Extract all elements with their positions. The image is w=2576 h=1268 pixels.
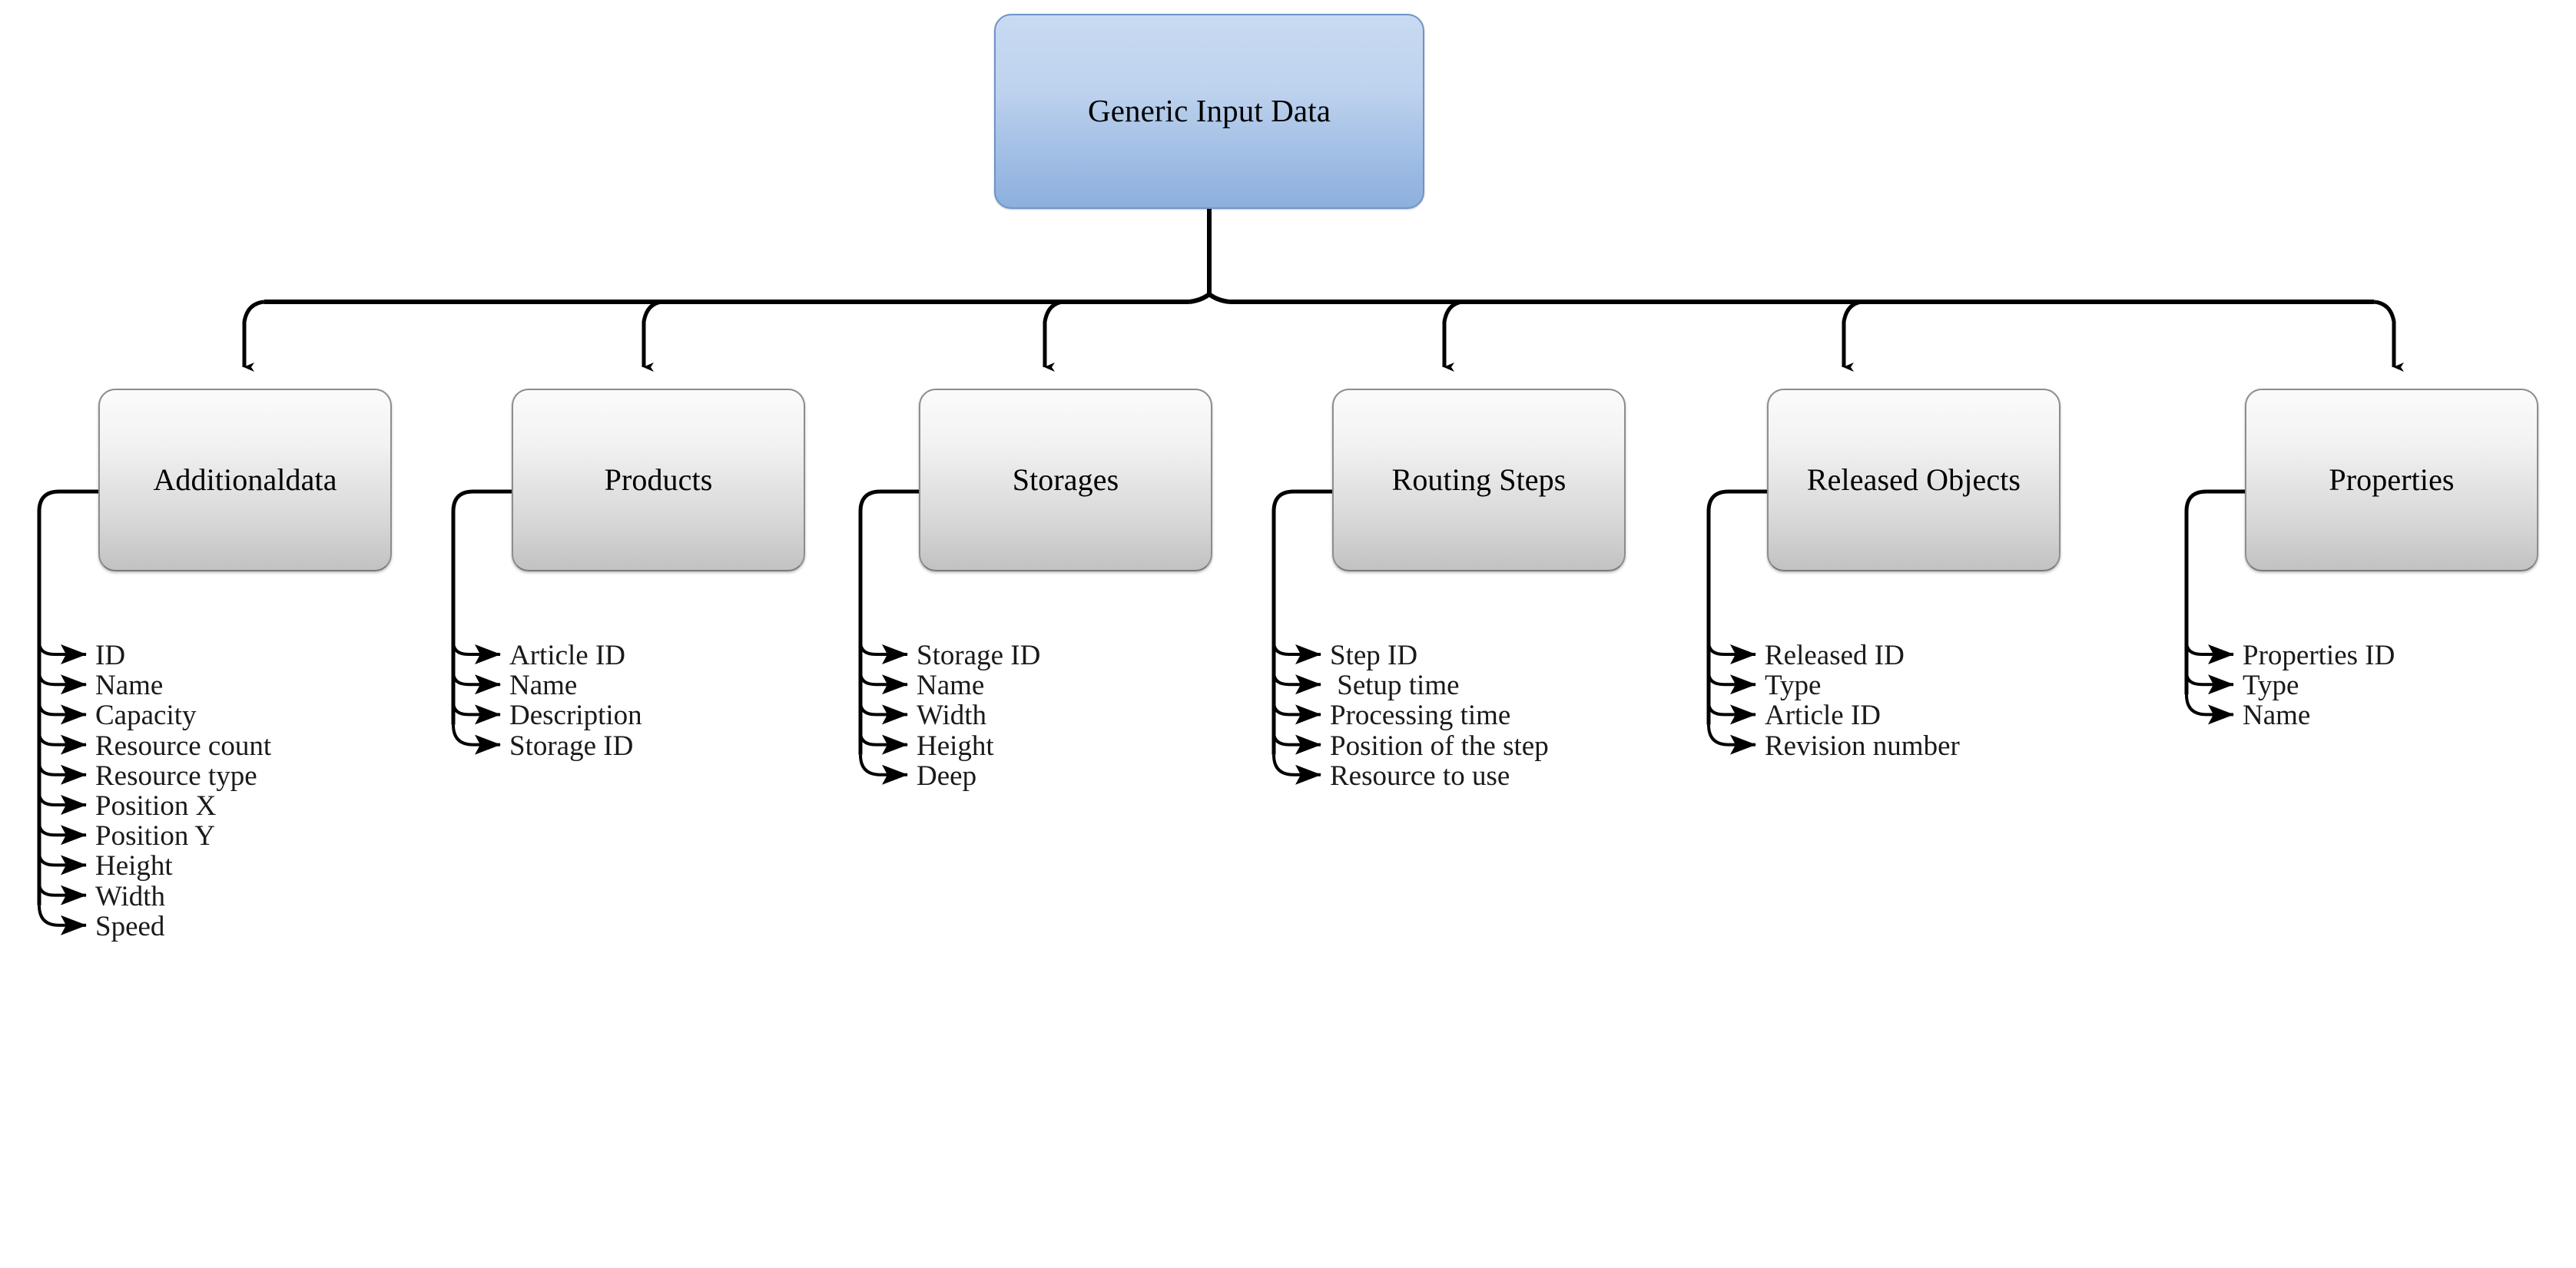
leaf-branch (38, 905, 87, 935)
leaf-label: Article ID (509, 640, 626, 671)
leaf-branch (1272, 672, 1321, 695)
leaf-branch (859, 702, 908, 725)
node-routing-steps[interactable]: Routing Steps (1332, 389, 1626, 571)
leaf-label: Position of the step (1330, 730, 1549, 762)
leaf-branch (38, 762, 87, 785)
leaf-label: Step ID (1330, 640, 1418, 671)
leaf-branch (38, 853, 87, 876)
leaf-branch (38, 823, 87, 846)
leaf-label: Released ID (1765, 640, 1905, 671)
leaf-branch (859, 754, 908, 785)
leaf-branch (38, 672, 87, 695)
leaf-label: Speed (95, 910, 165, 942)
leaf-branch (38, 641, 87, 664)
node-products[interactable]: Products (512, 389, 805, 571)
leaf-branch (1707, 724, 1756, 755)
leaf-label: ID (95, 640, 126, 671)
leaf-branch (38, 882, 87, 905)
leaf-spine-routing-steps (1271, 489, 1332, 755)
bus-drop-routing-steps (1442, 300, 1464, 372)
leaf-label: Revision number (1765, 730, 1960, 762)
node-properties[interactable]: Properties (2245, 389, 2538, 571)
leaf-label: Resource type (95, 760, 257, 792)
leaf-label: Name (917, 670, 985, 702)
node-released-objects-label: Released Objects (1806, 462, 2021, 497)
bus-drop-products (642, 300, 663, 372)
leaf-label: Height (917, 730, 994, 762)
leaf-spine-released-objects (1706, 489, 1767, 725)
node-additionaldata[interactable]: Additionaldata (98, 389, 392, 571)
leaf-branch (1707, 672, 1756, 695)
leaf-label: Resource count (95, 730, 272, 762)
node-released-objects[interactable]: Released Objects (1767, 389, 2060, 571)
node-storages[interactable]: Storages (919, 389, 1212, 571)
node-root-label: Generic Input Data (1088, 93, 1331, 129)
leaf-label: Width (95, 880, 166, 912)
bus-drop-properties (2373, 300, 2404, 372)
leaf-label: Storage ID (509, 730, 634, 762)
leaf-spine-properties (2184, 489, 2245, 695)
node-root[interactable]: Generic Input Data (994, 14, 1424, 209)
leaf-branch (38, 792, 87, 815)
leaf-label: Article ID (1765, 700, 1881, 732)
bus-drop-storages (1043, 300, 1064, 372)
leaf-branch (1272, 702, 1321, 725)
leaf-label: Capacity (95, 700, 197, 732)
leaf-branch (2185, 694, 2234, 725)
bus-drop-released-objects (1842, 300, 1863, 372)
leaf-branch (1272, 754, 1321, 785)
leaf-branch (2185, 672, 2234, 695)
leaf-branch (859, 672, 908, 695)
leaf-branch (1272, 641, 1321, 664)
leaf-branch (1707, 702, 1756, 725)
leaf-label: Type (2243, 670, 2299, 702)
leaf-label: Position X (95, 790, 217, 822)
leaf-branch (2185, 641, 2234, 664)
leaf-label: Processing time (1330, 700, 1511, 732)
leaf-label: Name (2243, 700, 2311, 732)
leaf-label: Height (95, 850, 173, 882)
root-stem (1189, 209, 1230, 304)
leaf-label: Setup time (1330, 670, 1460, 702)
leaf-spine-products (451, 489, 512, 725)
leaf-branch (452, 641, 501, 664)
leaf-label: Name (509, 670, 578, 702)
leaf-branch (859, 732, 908, 755)
leaf-label: Deep (917, 760, 977, 792)
leaf-spine-additionaldata (37, 489, 98, 905)
leaf-branch (1707, 641, 1756, 664)
leaf-branch (38, 702, 87, 725)
leaf-label: Name (95, 670, 164, 702)
node-additionaldata-label: Additionaldata (153, 462, 337, 497)
node-properties-label: Properties (2329, 462, 2455, 497)
node-products-label: Products (604, 462, 713, 497)
leaf-label: Type (1765, 670, 1822, 702)
leaf-branch (452, 724, 501, 755)
leaf-branch (452, 672, 501, 695)
node-routing-steps-label: Routing Steps (1391, 462, 1566, 497)
leaf-branch (859, 641, 908, 664)
node-storages-label: Storages (1012, 462, 1119, 497)
leaf-spine-storages (858, 489, 919, 755)
leaf-branch (1272, 732, 1321, 755)
leaf-branch (38, 732, 87, 755)
leaf-label: Properties ID (2243, 640, 2395, 671)
leaf-branch (452, 702, 501, 725)
leaf-label: Storage ID (917, 640, 1041, 671)
bus-drop-additionaldata (242, 300, 265, 372)
leaf-label: Position Y (95, 820, 215, 853)
leaf-label: Description (509, 700, 642, 732)
leaf-label: Width (917, 700, 987, 732)
leaf-label: Resource to use (1330, 760, 1510, 792)
